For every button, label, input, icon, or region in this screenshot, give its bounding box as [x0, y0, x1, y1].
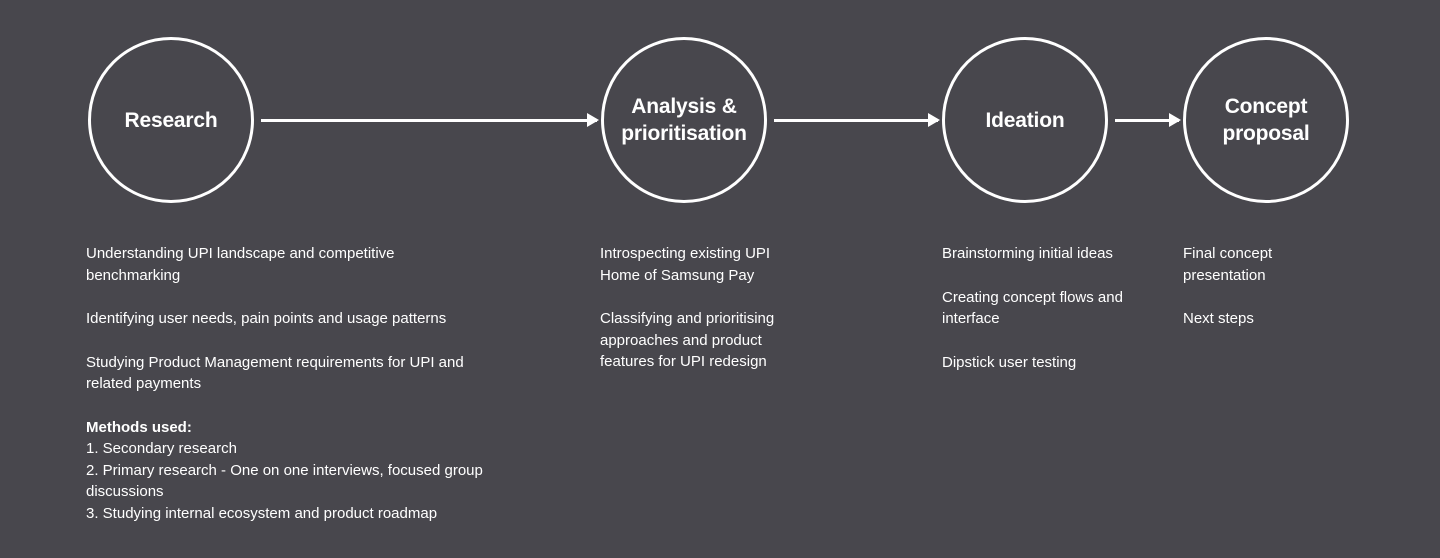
arrow-right-icon [1115, 113, 1181, 127]
concept-item: Next steps [1183, 310, 1254, 327]
concept-details: Final concept presentation Next steps [1183, 243, 1333, 352]
concept-item: Final concept presentation [1183, 245, 1273, 284]
research-item: Understanding UPI landscape and competit… [86, 245, 395, 284]
stage-circle-research: Research [88, 37, 254, 203]
analysis-item: Classifying and prioritising approaches … [600, 310, 775, 370]
methods-heading: Methods used: [86, 418, 192, 436]
process-flow: Research Analysis & prioritisation Ideat… [0, 0, 1440, 240]
stage-circle-concept: Concept proposal [1183, 37, 1349, 203]
methods-list-item: 1. Secondary research [86, 440, 237, 457]
research-item: Identifying user needs, pain points and … [86, 310, 447, 327]
stage-title-concept: Concept proposal [1222, 95, 1310, 145]
analysis-item: Introspecting existing UPI Home of Samsu… [600, 245, 771, 284]
methods-list-item: 3. Studying internal ecosystem and produ… [86, 504, 438, 522]
ideation-item: Creating concept flows and interface [942, 288, 1123, 328]
arrow-right-icon [261, 113, 599, 127]
ideation-item: Brainstorming initial ideas [942, 245, 1113, 262]
research-item: Studying Product Management requirements… [86, 353, 464, 393]
methods-list: 1. Secondary research 2. Primary researc… [86, 438, 486, 524]
stage-circle-ideation: Ideation [942, 37, 1108, 203]
stage-title-analysis: Analysis & prioritisation [621, 95, 747, 145]
stage-circle-analysis: Analysis & prioritisation [601, 37, 767, 203]
research-details: Understanding UPI landscape and competit… [86, 243, 486, 524]
analysis-details: Introspecting existing UPI Home of Samsu… [600, 243, 810, 395]
methods-list-item: 2. Primary research - One on one intervi… [86, 461, 483, 501]
ideation-details: Brainstorming initial ideas Creating con… [942, 243, 1142, 395]
stage-title-ideation: Ideation [985, 108, 1065, 132]
ideation-item: Dipstick user testing [942, 353, 1077, 371]
arrow-right-icon [774, 113, 940, 127]
stage-title-research: Research [124, 108, 218, 132]
